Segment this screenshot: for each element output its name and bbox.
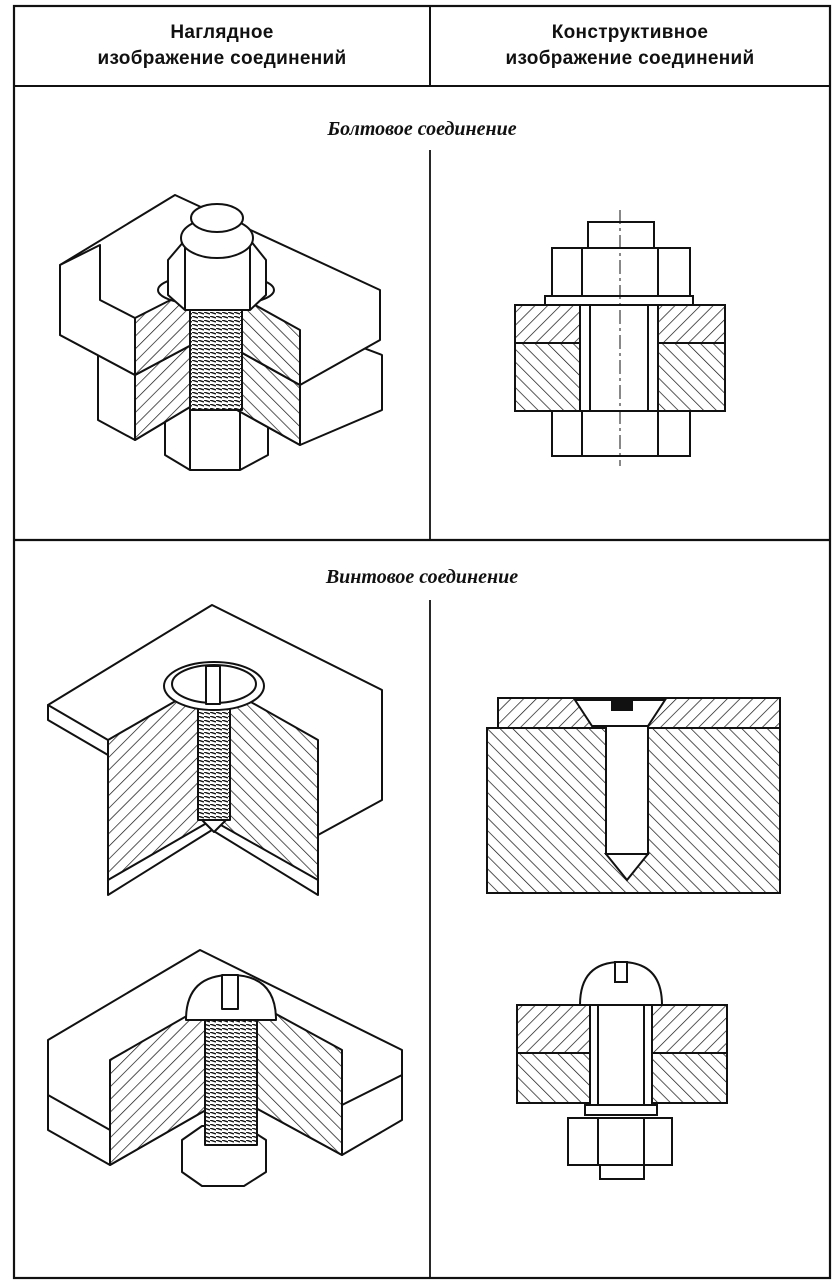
table-grid <box>12 4 832 1280</box>
header-pictorial-line1: Наглядное <box>170 22 274 43</box>
header-pictorial: Наглядное изображение соединений <box>14 6 430 86</box>
screw-joint-pictorial-countersunk <box>47 604 383 896</box>
screw-joint-drawing-countersunk <box>486 697 781 894</box>
screw-joint-drawing-roundhead <box>516 960 728 1180</box>
bolt-joint-drawing <box>514 210 726 466</box>
section-title-screw: Винтовое соединение <box>325 566 519 588</box>
header-constructive-line1: Конструктивное <box>551 22 709 43</box>
header-pictorial-line2: изображение соединений <box>97 48 347 69</box>
section-title-bolt: Болтовое соединение <box>327 118 517 140</box>
header-constructive: Конструктивное изображение соединений <box>430 6 830 86</box>
screw-joint-pictorial-roundhead <box>47 949 403 1187</box>
header-constructive-line2: изображение соединений <box>505 48 755 69</box>
bolt-joint-pictorial <box>59 194 383 471</box>
